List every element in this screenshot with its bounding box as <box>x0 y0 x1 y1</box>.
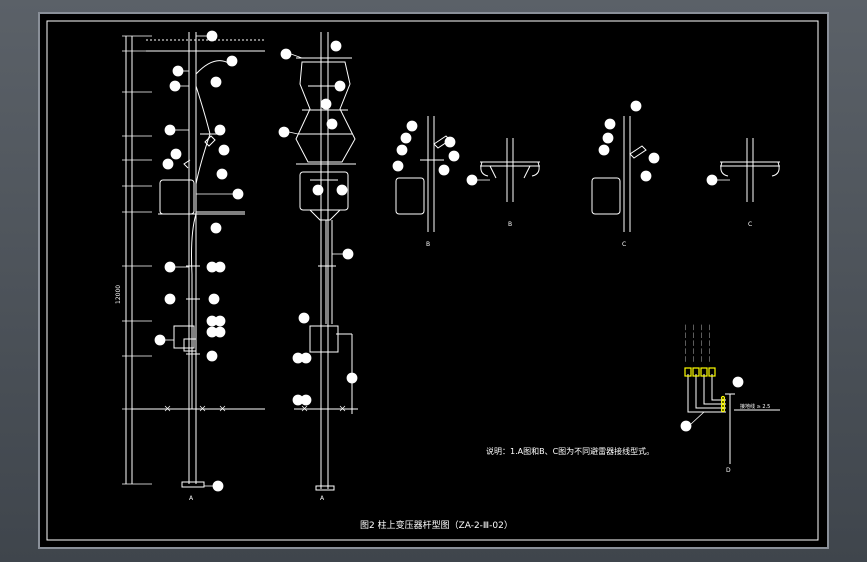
detail-c-1 <box>480 138 540 202</box>
balloons-middle <box>278 40 358 406</box>
ground-label: 接地线 ≥ 2.5 <box>740 403 770 410</box>
view-label-a-mid: A <box>320 495 325 502</box>
drawing-frame <box>46 20 819 541</box>
balloons-detail-b2 <box>598 100 660 182</box>
cad-viewport[interactable]: — — — — — — — — — — — — — — — — — — — — … <box>38 12 829 549</box>
view-label-c-1: C <box>622 241 626 248</box>
view-label-c-2: C <box>748 221 752 228</box>
drawing-title: 图2 柱上变压器杆型图（ZA-2-Ⅲ-02） <box>360 519 513 531</box>
detail-c-2 <box>720 138 780 202</box>
view-label-b-1: B <box>426 241 430 248</box>
pole-transformer-drawing: — — — — — — — — — — — — — — — — — — — — … <box>46 20 819 541</box>
svg-text:— — — — —: — — — — — <box>682 324 689 362</box>
view-label-d: D <box>726 467 731 474</box>
balloons-detail-c2 <box>706 174 730 186</box>
detail-b-2 <box>591 116 647 232</box>
view-label-b-2: B <box>508 221 512 228</box>
svg-text:— — — — —: — — — — — <box>698 324 705 362</box>
pole-elevation-a <box>122 32 265 488</box>
wiring-vertical-text: — — — — — — — — — — — — — — — — — — — — <box>682 324 713 362</box>
balloons-detail-b1 <box>392 120 460 176</box>
wiring-terminals <box>684 367 726 413</box>
view-label-a-left: A <box>189 495 194 502</box>
balloons-detail-c1 <box>466 174 490 186</box>
balloons-wiring <box>680 376 744 432</box>
svg-text:— — — — —: — — — — — <box>706 324 713 362</box>
svg-text:— — — — —: — — — — — <box>690 324 697 362</box>
wiring-detail <box>687 374 780 464</box>
balloons-left <box>154 30 244 492</box>
drawing-note: 说明：1.A图和B、C图为不同避雷器接线型式。 <box>486 446 654 456</box>
total-dimension: 12000 <box>115 285 122 304</box>
